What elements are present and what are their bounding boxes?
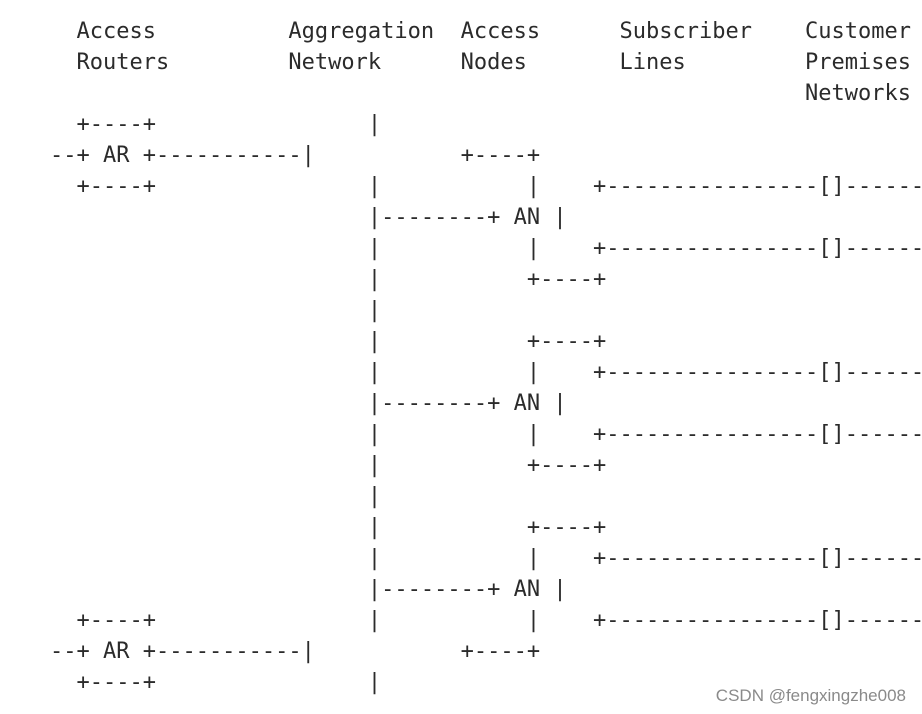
diagram-row: | [50,484,382,509]
diagram-row: --+ AR +-----------| +----+ [50,639,541,664]
diagram-row: |--------+ AN | [50,205,567,230]
diagram-row: Access Aggregation Access Subscriber Cus… [50,19,911,44]
diagram-row: --+ AR +-----------| +----+ [50,143,541,168]
diagram-row: | +----+ [50,453,607,478]
diagram-row: +----+ | | +----------------[]-------- [50,174,922,199]
diagram-row: +----+ | [50,112,382,137]
diagram-row: | | +----------------[]-------- [50,360,922,385]
diagram-row: | +----+ [50,329,607,354]
diagram-row: Networks [50,81,911,106]
diagram-row: | | +----------------[]-------- [50,422,922,447]
diagram-row: | [50,298,382,323]
diagram-row: | +----+ [50,515,607,540]
diagram-row: Routers Network Nodes Lines Premises [50,50,911,75]
diagram-row: +----+ | [50,670,382,695]
watermark: CSDN @fengxingzhe008 [715,686,906,705]
diagram-row: | +----+ [50,267,607,292]
diagram-row: | | +----------------[]-------- [50,546,922,571]
diagram-row: | | +----------------[]-------- [50,236,922,261]
diagram-row: |--------+ AN | [50,577,567,602]
diagram-row: |--------+ AN | [50,391,567,416]
diagram-row: +----+ | | +----------------[]-------- [50,608,922,633]
